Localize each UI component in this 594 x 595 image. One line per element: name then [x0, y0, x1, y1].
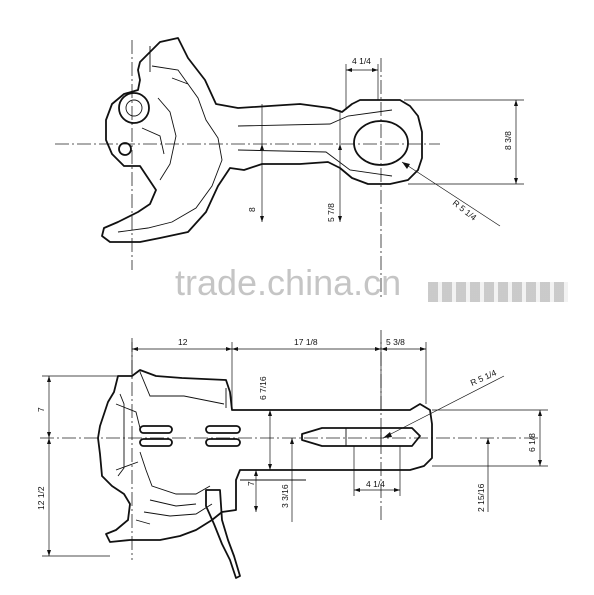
- bottom-dim-radius: R 5 1/4: [469, 367, 498, 387]
- top-view: 4 1/4 8 3/8 8 5 7/8 R 5 1/4: [55, 37, 524, 300]
- bottom-dim-h-a: 6 7/16: [258, 376, 268, 400]
- bottom-dim-upper-left: 7: [36, 407, 46, 412]
- bottom-dim-h-c: 3 3/16: [280, 484, 290, 508]
- watermark-blur: [428, 282, 568, 302]
- bottom-pocket-left-lower: [139, 438, 173, 447]
- top-eye-hole: [353, 120, 409, 166]
- bottom-pocket-right-lower: [205, 438, 241, 447]
- bottom-pocket-left-upper: [139, 425, 173, 434]
- bottom-eye-slot: [301, 427, 421, 447]
- bottom-view: 12 17 1/8 5 3/8 R 5 1/4 7 12 1/2 6 7/16 …: [36, 330, 548, 579]
- top-knuckle-boss-inner: [125, 99, 143, 117]
- top-dim-lower-mid: 5 7/8: [326, 203, 336, 222]
- bottom-dim-right-upper: 6 1/8: [527, 433, 537, 452]
- bottom-body-detail: [115, 371, 306, 525]
- top-pin-hole: [118, 142, 132, 156]
- top-dim-eye-height: 8 3/8: [503, 131, 513, 150]
- bottom-dim-h-b: 7: [246, 481, 256, 486]
- bottom-pocket-right-upper: [205, 425, 241, 434]
- watermark-text: trade.china.cn: [175, 262, 402, 303]
- top-dim-pin-width: 4 1/4: [352, 56, 371, 66]
- bottom-dim-len-a: 12: [178, 337, 188, 347]
- top-dim-lower-left: 8: [247, 207, 257, 212]
- top-dim-radius: R 5 1/4: [451, 198, 479, 223]
- top-shank-inner: [237, 109, 393, 177]
- bottom-dim-lower-left: 12 1/2: [36, 486, 46, 510]
- bottom-dim-slot-width: 4 1/4: [366, 479, 385, 489]
- bottom-dim-right-lower: 2 15/16: [476, 483, 486, 512]
- bottom-dim-len-c: 5 3/8: [386, 337, 405, 347]
- bottom-release-lever: [205, 489, 241, 579]
- top-body-detail: [117, 46, 223, 233]
- top-knuckle-boss: [118, 92, 150, 124]
- bottom-dim-len-b: 17 1/8: [294, 337, 318, 347]
- top-coupler-body: [101, 37, 423, 243]
